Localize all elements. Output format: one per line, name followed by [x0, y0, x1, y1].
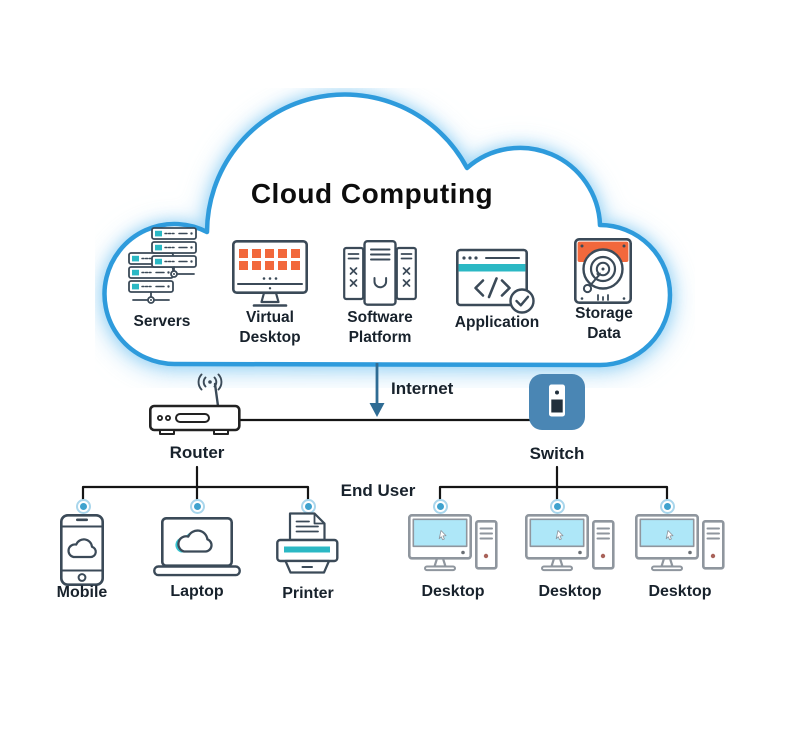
application-icon — [456, 248, 535, 314]
desktop-label: Desktop — [421, 583, 485, 600]
virtual-desktop-label: Virtual Desktop — [239, 309, 301, 346]
storage-data-label: Storage Data — [575, 305, 633, 342]
desktop-label: Desktop — [538, 583, 602, 600]
switch-label: Switch — [529, 444, 585, 463]
desktop-icon — [525, 514, 615, 572]
desktop-label: Desktop — [648, 583, 712, 600]
connector-dot — [432, 498, 448, 514]
application-label: Application — [454, 314, 540, 331]
printer-label: Printer — [282, 585, 334, 602]
diagram-title: Cloud Computing — [250, 178, 494, 209]
software-platform-label: Software Platform — [347, 309, 413, 346]
virtual-desktop-icon — [232, 240, 308, 307]
mobile-icon — [60, 514, 104, 586]
switch-icon — [529, 374, 585, 430]
printer-icon — [276, 512, 339, 574]
router-icon — [149, 373, 241, 435]
software-platform-icon — [343, 240, 417, 306]
desktop-icon — [635, 514, 725, 572]
laptop-icon — [153, 517, 241, 577]
end-user-label: End User — [340, 481, 416, 500]
connector-dot — [659, 498, 675, 514]
servers-label: Servers — [133, 313, 191, 330]
storage-data-icon — [574, 238, 632, 304]
connector-dot — [75, 498, 91, 514]
servers-icon — [128, 227, 198, 304]
desktop-icon — [408, 514, 498, 572]
router-label: Router — [169, 443, 225, 462]
mobile-label: Mobile — [56, 584, 108, 601]
connector-dot — [189, 498, 205, 514]
internet-label: Internet — [391, 379, 454, 398]
laptop-label: Laptop — [170, 583, 224, 600]
connector-dot — [549, 498, 565, 514]
